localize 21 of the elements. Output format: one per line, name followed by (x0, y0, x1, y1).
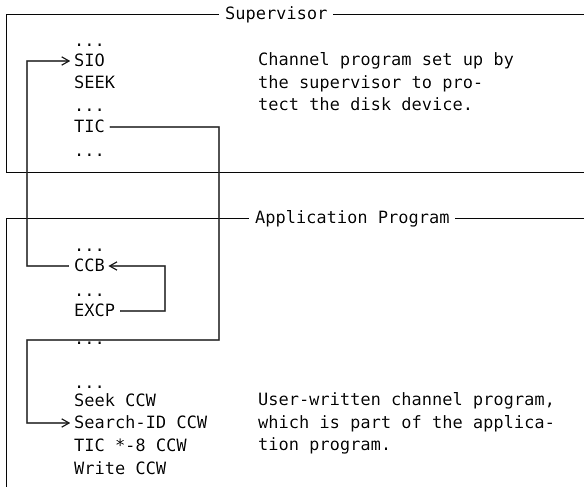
code-line: EXCP (74, 300, 115, 322)
code-line: ... (74, 30, 105, 52)
code-line: SEEK (74, 72, 115, 94)
code-line: ... (74, 280, 105, 302)
group-title: Application Program (249, 208, 456, 228)
note-text: User-written channel program, which is part of the applica- tion program. (258, 389, 556, 456)
code-line: ... (74, 235, 105, 257)
arrow (26, 126, 220, 428)
code-line: CCB (74, 255, 105, 277)
code-line: SIO (74, 50, 105, 72)
code-line: ... (74, 95, 105, 117)
group-title: Supervisor (219, 4, 334, 24)
code-line: ... (74, 328, 105, 350)
code-line: Write CCW (74, 458, 166, 480)
code-line: ... (74, 140, 105, 162)
code-line: TIC (74, 116, 105, 138)
code-line: Search-ID CCW (74, 412, 208, 434)
note-text: Channel program set up by the supervisor to pro- tect the disk device. (258, 49, 515, 116)
code-line: TIC *-8 CCW (74, 435, 187, 457)
arrow (26, 56, 70, 267)
arrow (109, 261, 166, 312)
